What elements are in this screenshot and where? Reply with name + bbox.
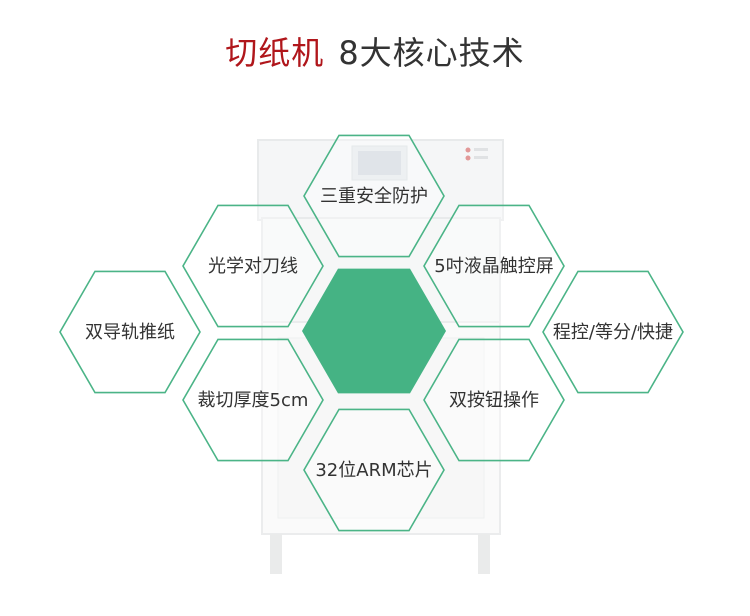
feature-cut-thickness: 裁切厚度5cm <box>182 338 324 462</box>
feature-program-control: 程控/等分/快捷 <box>542 270 684 394</box>
feature-label: 双按钮操作 <box>449 390 539 411</box>
feature-label: 光学对刀线 <box>208 256 298 277</box>
feature-label: 32位ARM芯片 <box>315 460 432 481</box>
hexagon-outline <box>542 270 684 394</box>
hexagon-outline <box>423 338 565 462</box>
feature-label: 裁切厚度5cm <box>198 390 309 411</box>
feature-laser-line: 光学对刀线 <box>182 204 324 328</box>
hexagon-outline <box>182 338 324 462</box>
title-product: 切纸机 <box>225 34 325 72</box>
feature-label: 5吋液晶触控屏 <box>434 256 553 277</box>
feature-safety: 三重安全防护 <box>303 134 445 258</box>
center-hexagon <box>302 268 446 394</box>
feature-label: 三重安全防护 <box>320 186 428 207</box>
hexagon-outline <box>59 270 201 394</box>
hexagon-outline <box>303 134 445 258</box>
page-title: 切纸机 8大核心技术 <box>0 28 750 74</box>
feature-label: 程控/等分/快捷 <box>553 322 673 343</box>
machine-illustration <box>257 139 504 574</box>
hexagon-outline <box>423 204 565 328</box>
title-subtitle: 8大核心技术 <box>338 34 525 72</box>
feature-dual-rail: 双导轨推纸 <box>59 270 201 394</box>
feature-touchscreen: 5吋液晶触控屏 <box>423 204 565 328</box>
feature-label: 双导轨推纸 <box>85 322 175 343</box>
hexagon-outline <box>303 408 445 532</box>
feature-arm-chip: 32位ARM芯片 <box>303 408 445 532</box>
feature-dual-button: 双按钮操作 <box>423 338 565 462</box>
hexagon-outline <box>182 204 324 328</box>
